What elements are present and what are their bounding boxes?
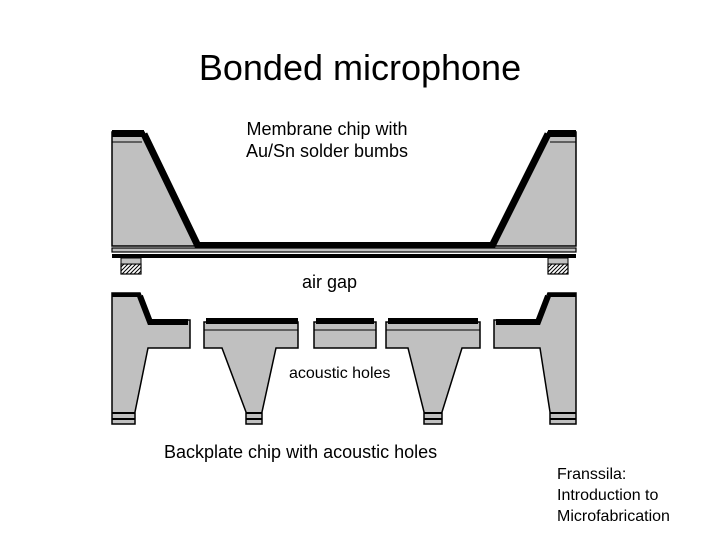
- backplate-pillar-right: [385, 321, 481, 425]
- solder-bump-left: [120, 263, 142, 275]
- membrane-top-film-right: [548, 130, 576, 137]
- membrane-top-film-left: [112, 130, 144, 137]
- acoustic-holes-label: acoustic holes: [289, 364, 391, 384]
- diagram-title: Bonded microphone: [198, 47, 522, 88]
- backplate-pillar-left: [203, 321, 299, 425]
- citation-line2: Introduction to: [557, 487, 659, 504]
- membrane-chip-label: Membrane chip with Au/Sn solder bumbs: [234, 118, 420, 162]
- membrane-chip-label-line1: Membrane chip with: [246, 119, 408, 139]
- membrane-film-right-slope: [488, 132, 552, 248]
- citation: Franssila: Introduction to Microfabricat…: [557, 464, 670, 527]
- membrane-chip-label-line2: Au/Sn solder bumbs: [245, 141, 409, 161]
- membrane-chip: [111, 130, 577, 275]
- solder-bump-right: [547, 263, 569, 275]
- backplate-left-edge: [111, 292, 191, 425]
- backplate-chip: [111, 292, 577, 425]
- citation-line1: Franssila:: [557, 466, 627, 483]
- backplate-right-edge: [493, 292, 577, 425]
- membrane-chip-right-support: [493, 131, 577, 247]
- citation-line3: Microfabrication: [557, 508, 670, 525]
- air-gap-label: air gap: [302, 272, 358, 292]
- backplate-chip-label: Backplate chip with acoustic holes: [164, 442, 438, 462]
- membrane-film-left-slope: [140, 132, 202, 248]
- membrane-bottom-film: [111, 247, 577, 253]
- backplate-center-plate: [313, 321, 377, 349]
- membrane: [195, 242, 495, 248]
